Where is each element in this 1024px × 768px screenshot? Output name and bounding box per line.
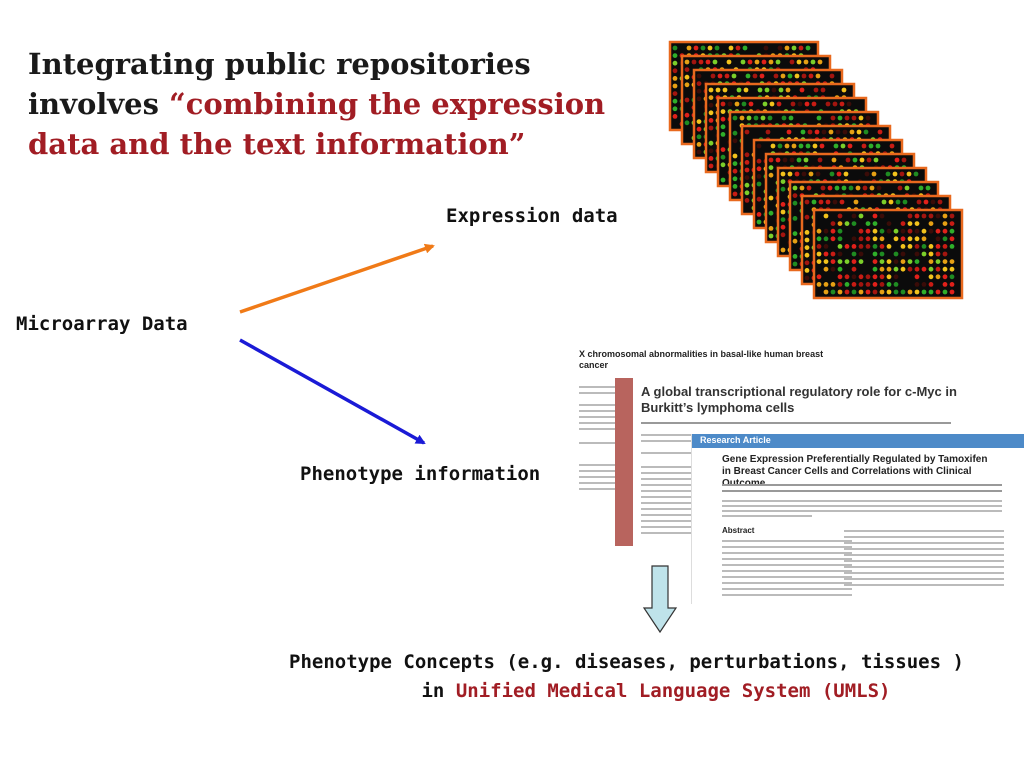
paper-3-abstract-heading: Abstract	[722, 526, 755, 535]
paper-tamoxifen: Research Article Gene Expression Prefere…	[692, 434, 1024, 604]
paper-3-banner-label: Research Article	[700, 435, 771, 445]
umls-line: in Unified Medical Language System (UMLS…	[0, 677, 1024, 706]
phenotype-concepts-line: Phenotype Concepts (e.g. diseases, pertu…	[289, 651, 964, 673]
title-quote-part-1: “combining the expression	[169, 87, 606, 121]
microarray-slide	[812, 208, 964, 300]
microarray-data-label: Microarray Data	[16, 313, 188, 335]
paper-2-spine	[615, 378, 633, 546]
title-line-2: involves “combining the expression	[28, 84, 628, 124]
title-line-1: Integrating public repositories	[28, 47, 531, 81]
title-line-2-prefix: involves	[28, 87, 170, 121]
paper-3-title: Gene Expression Preferentially Regulated…	[722, 454, 988, 489]
arrow-to-expression-data	[239, 243, 435, 314]
arrow-to-phenotype-information	[239, 338, 426, 445]
slide-title: Integrating public repositories involves…	[28, 44, 628, 164]
umls-prefix: in	[421, 680, 456, 702]
expression-data-label: Expression data	[446, 205, 618, 227]
umls-name: Unified Medical Language System (UMLS)	[455, 680, 891, 702]
paper-1-title: X chromosomal abnormalities in basal-lik…	[579, 349, 824, 370]
paper-3-banner	[692, 434, 1024, 448]
paper-2-title: A global transcriptional regulatory role…	[641, 384, 957, 415]
title-quote-part-2: data and the text information”	[28, 127, 526, 161]
phenotype-information-label: Phenotype information	[300, 463, 541, 485]
arrow-down-to-concepts	[642, 565, 678, 634]
